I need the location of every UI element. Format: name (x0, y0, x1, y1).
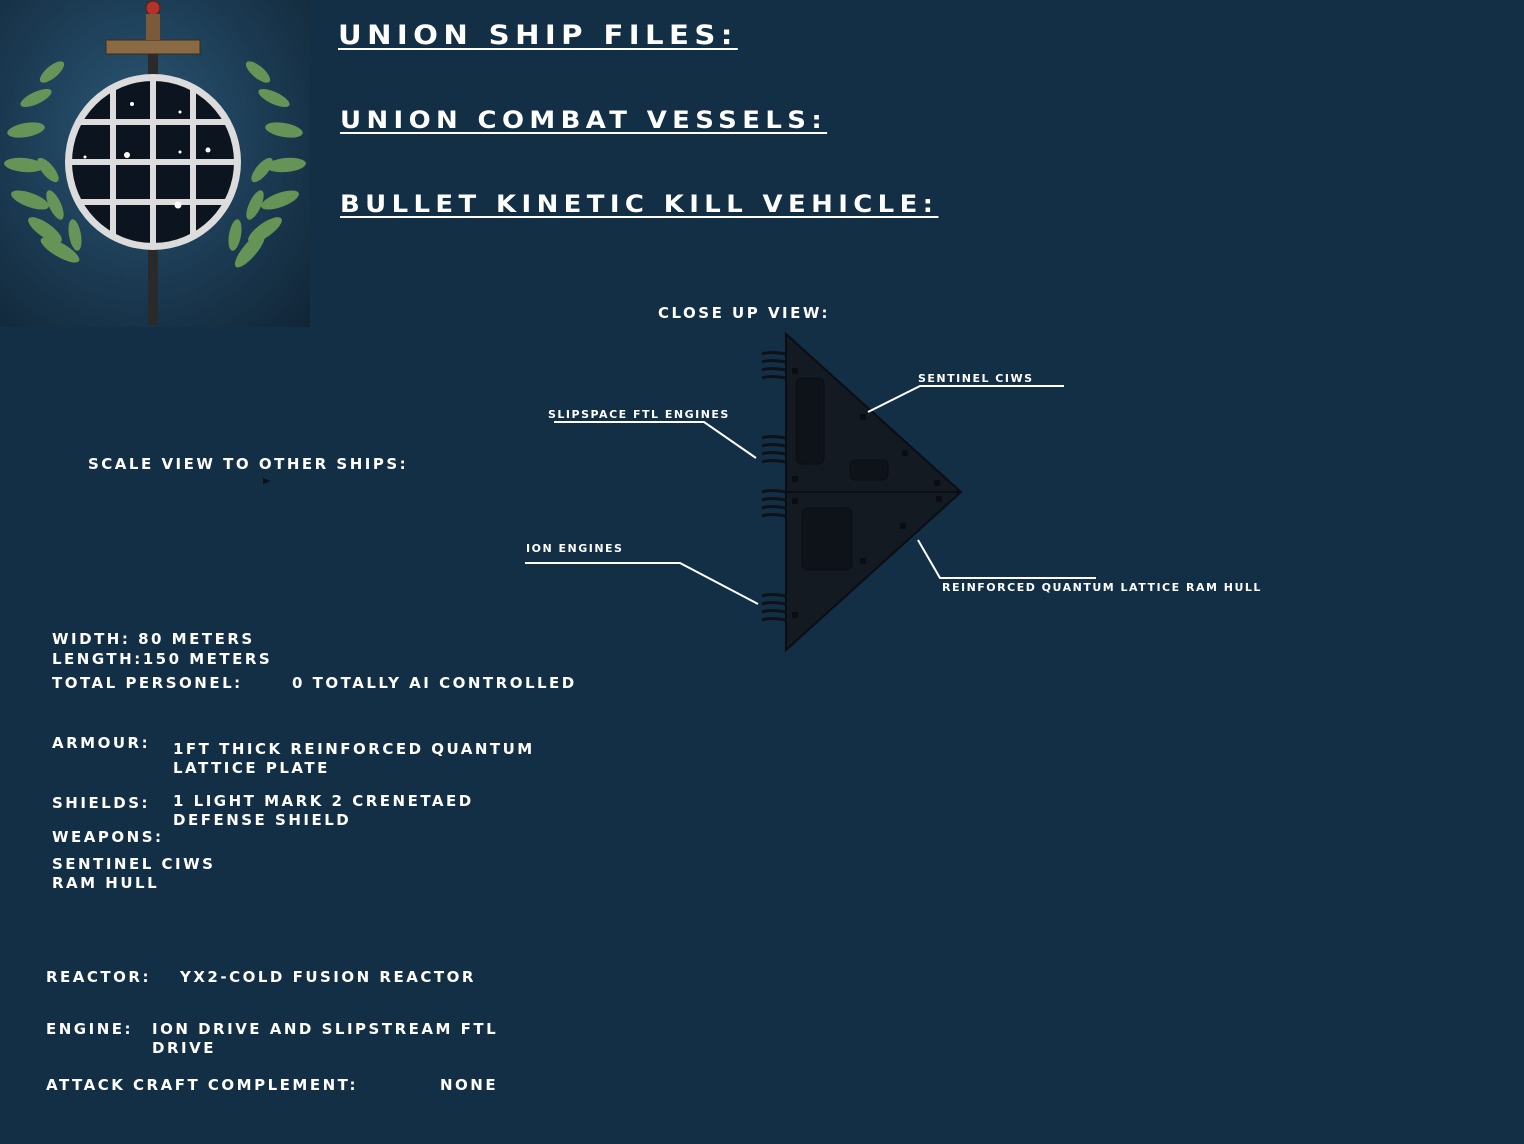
callout-ciws: Sentinel CIWS (918, 372, 1034, 385)
vessel-heading: Bullet Kinetic Kill Vehicle: (340, 190, 939, 218)
callout-line-hull (917, 539, 1096, 579)
stat-reactor-label: Reactor: (46, 968, 151, 986)
stat-weapons-label: Weapons: (52, 828, 164, 846)
callout-line-ciws (867, 385, 1064, 413)
stat-armour-value: 1ft thick Reinforced Quantum Lattice Pla… (173, 740, 535, 777)
page-title: Union Ship Files: (338, 20, 738, 51)
stat-reactor-value: YX2-Cold Fusion Reactor (180, 968, 476, 986)
ship-diagram (520, 330, 1320, 660)
weapon-item: Sentinel CIWS (52, 855, 216, 873)
stat-attack-craft-label: Attack craft complement: (46, 1076, 359, 1094)
stat-attack-craft-value: None (440, 1076, 499, 1094)
stat-armour-label: Armour: (52, 734, 151, 752)
stat-personnel-value: 0 totally AI controlled (292, 674, 577, 692)
weapon-item: Ram Hull (52, 874, 160, 892)
stat-length: Length:150 Meters (52, 650, 273, 668)
union-emblem (0, 0, 310, 327)
callout-ftl-engines: Slipspace FTL Engines (548, 408, 730, 421)
callout-line-ion (525, 562, 759, 605)
stat-shields-label: Shields: (52, 794, 150, 812)
category-heading: Union Combat Vessels: (340, 106, 828, 134)
stat-shields-value: 1 light mark 2 crenetaed defense shield (173, 792, 474, 829)
scale-ship-marker (263, 478, 271, 484)
callout-ram-hull: Reinforced Quantum Lattice Ram Hull (942, 581, 1262, 594)
callout-line-ftl (554, 421, 757, 459)
stat-personnel-label: Total Personel: (52, 674, 243, 692)
stat-width: Width: 80 Meters (52, 630, 255, 648)
scale-view-title: Scale view to other ships: (88, 455, 409, 473)
stat-engine-value: Ion Drive and Slipstream FTL Drive (152, 1020, 499, 1057)
close-up-title: Close up view: (658, 304, 830, 322)
callout-ion-engines: Ion Engines (526, 542, 624, 555)
stat-engine-label: Engine: (46, 1020, 133, 1038)
